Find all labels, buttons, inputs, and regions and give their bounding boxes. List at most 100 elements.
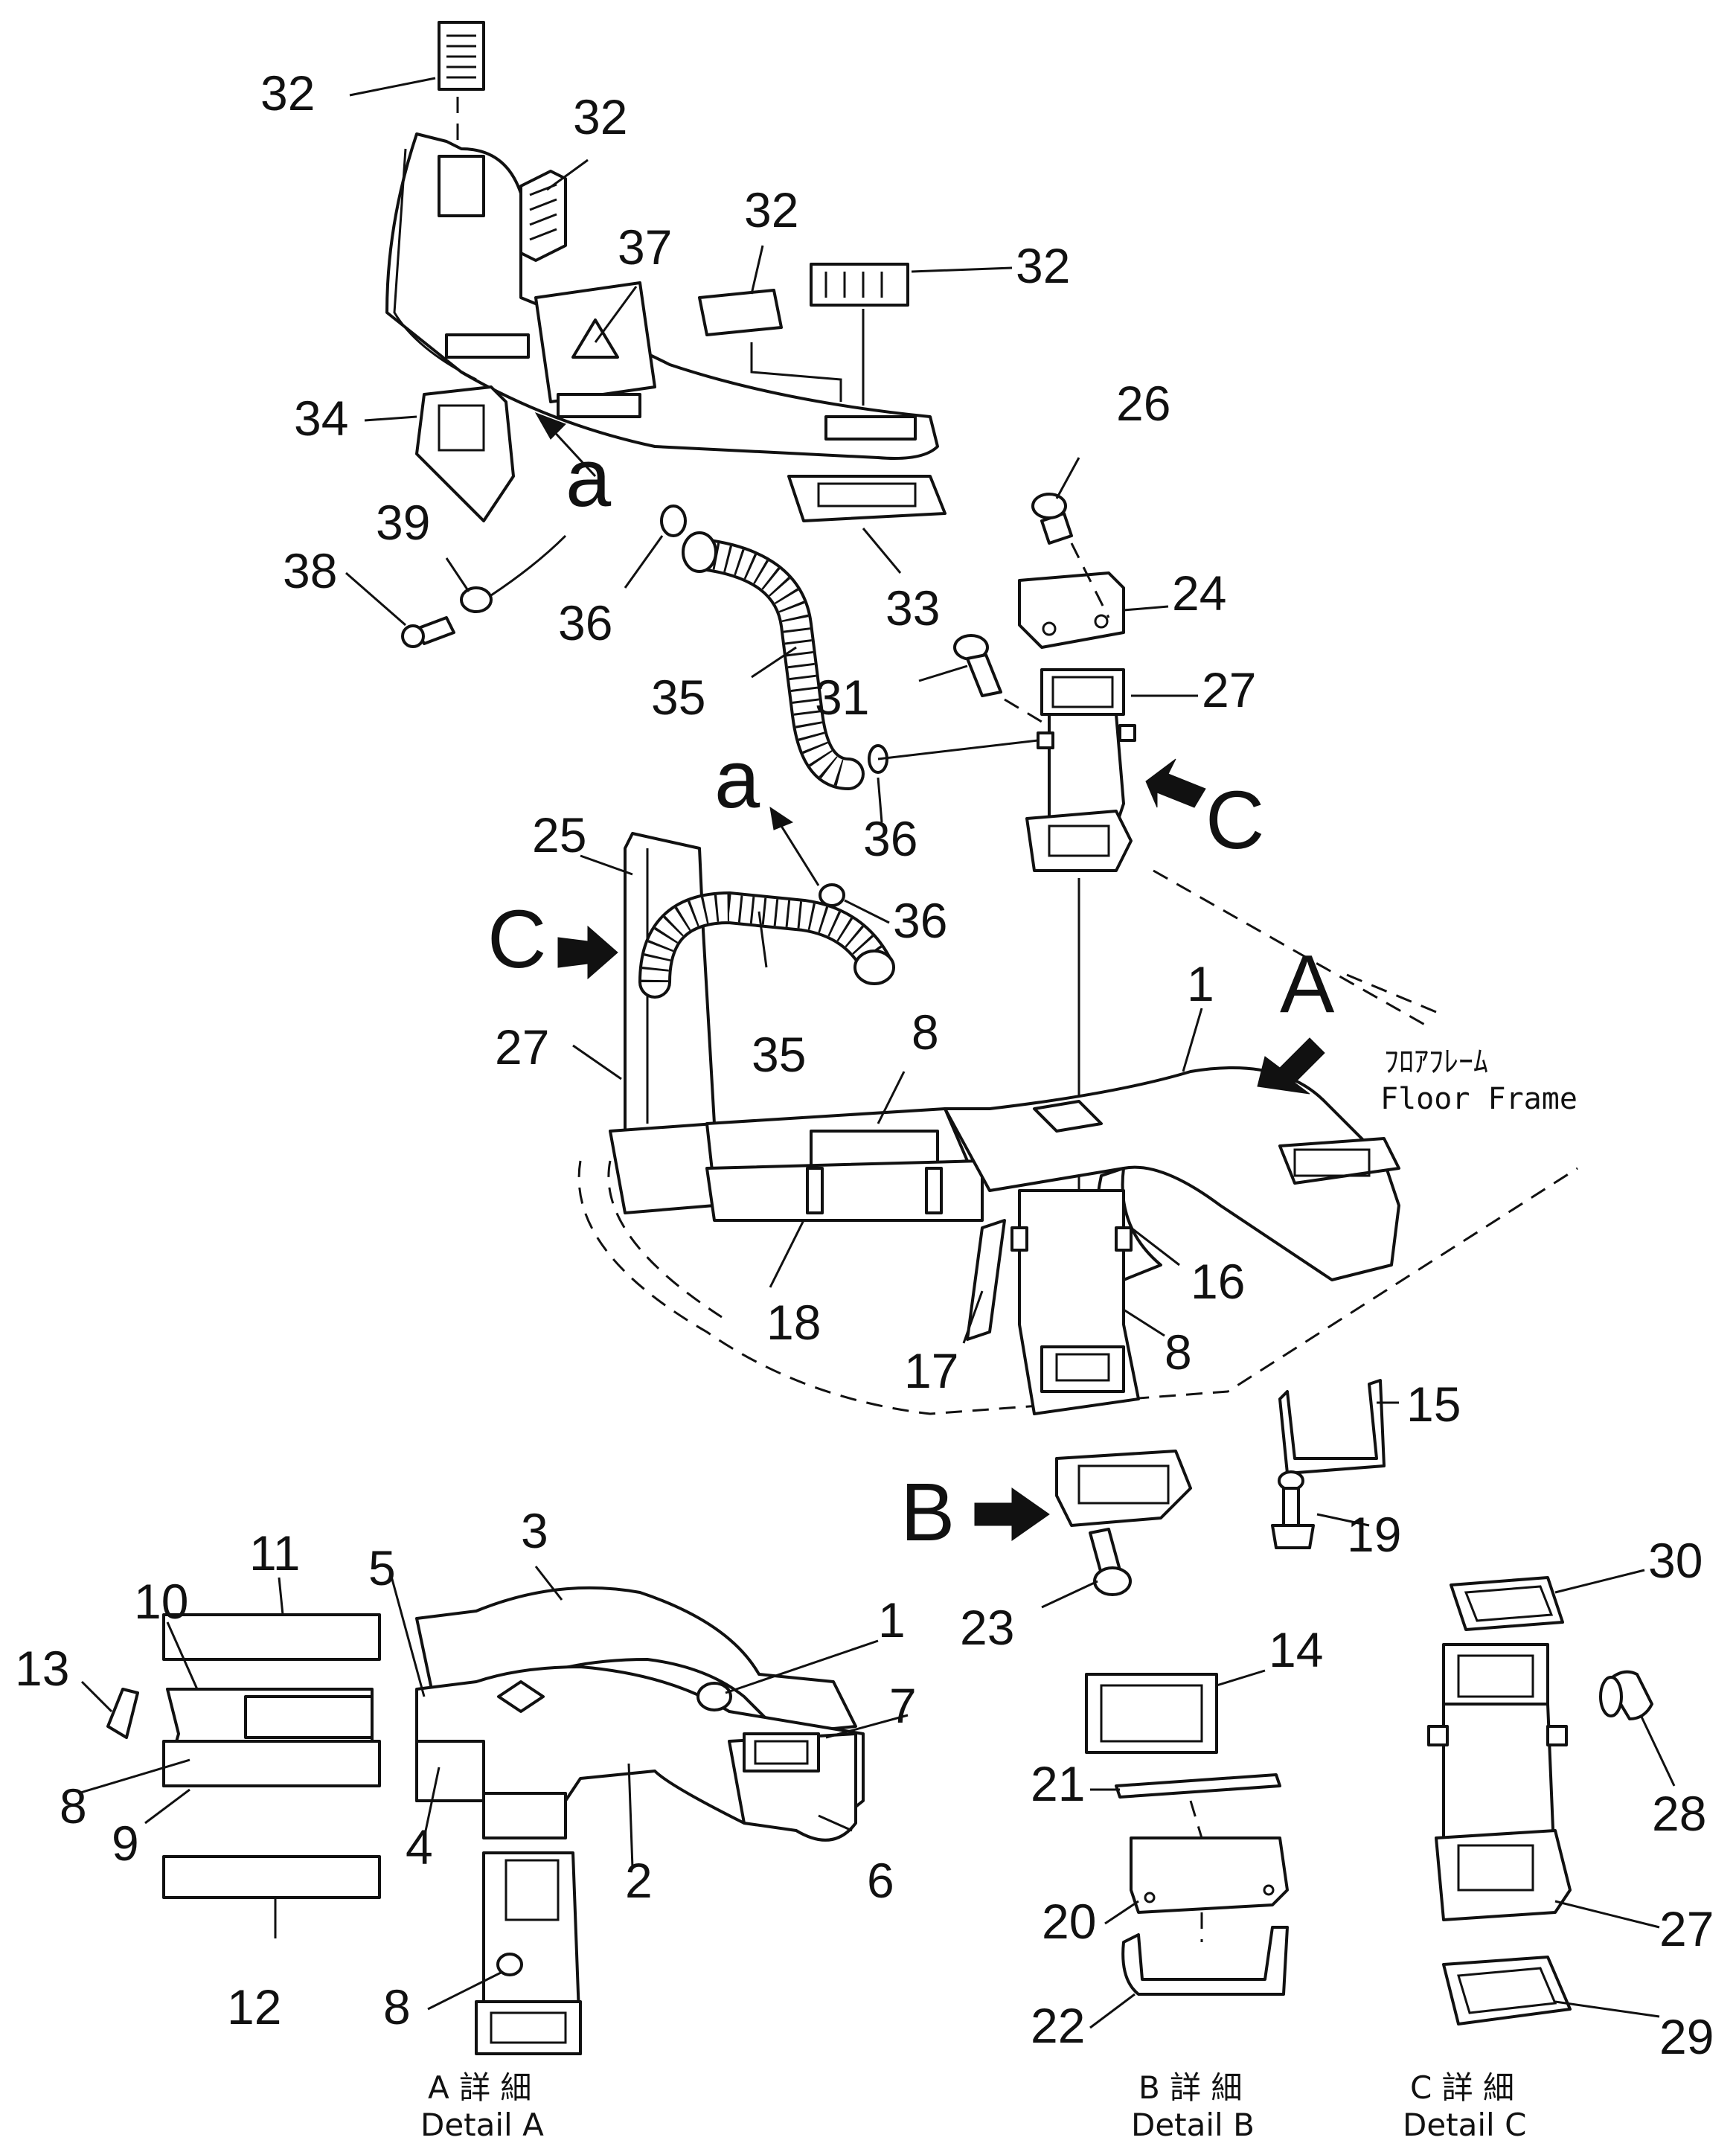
floor-frame xyxy=(577,869,1578,1415)
callout-5: 5 xyxy=(368,1540,396,1595)
part-20 xyxy=(1130,1836,1289,1914)
callout-29: 29 xyxy=(1659,2009,1714,2064)
view-arrow-c-left xyxy=(557,925,618,980)
callout-14: 14 xyxy=(1269,1622,1323,1677)
panel-slot-mid xyxy=(557,393,641,418)
view-arrow-c-upper xyxy=(1145,758,1206,808)
callout-8: 8 xyxy=(1165,1325,1192,1380)
plate-22-b xyxy=(1055,1450,1192,1527)
detail-captions: A 詳 細 Detail A B 詳 細 Detail B C 詳 細 Deta… xyxy=(420,2069,1526,2143)
part-17 xyxy=(966,1219,1006,1341)
callout-36: 36 xyxy=(558,595,612,650)
callout-39: 39 xyxy=(376,495,430,550)
view-marker-a: a xyxy=(566,432,612,524)
grille-32-right xyxy=(810,263,909,307)
part-21 xyxy=(1115,1773,1281,1799)
callout-32: 32 xyxy=(1016,238,1070,293)
callout-36: 36 xyxy=(863,811,917,866)
duct-18 xyxy=(705,1159,984,1222)
callout-25: 25 xyxy=(532,807,586,862)
part-12 xyxy=(162,1855,381,1899)
detail-c-caption-en: Detail C xyxy=(1403,2107,1526,2143)
callout-32: 32 xyxy=(573,89,627,144)
callout-18: 18 xyxy=(766,1295,821,1350)
callout-1: 1 xyxy=(1187,956,1214,1011)
floor-frame-en: Floor Frame xyxy=(1380,1082,1578,1116)
panel-slot-left xyxy=(445,333,530,359)
part-11 xyxy=(162,1613,381,1661)
callout-19: 19 xyxy=(1347,1507,1401,1562)
callout-16: 16 xyxy=(1191,1254,1245,1309)
guard-24 xyxy=(1018,571,1125,649)
callout-27: 27 xyxy=(495,1019,549,1075)
detail-a-caption-jp: A 詳 細 xyxy=(428,2069,531,2106)
panel-vent-opening xyxy=(438,155,485,217)
callout-33: 33 xyxy=(885,580,940,635)
view-marker-b: B xyxy=(900,1467,955,1558)
callout-37: 37 xyxy=(618,220,672,275)
part-34 xyxy=(415,385,515,522)
callout-11: 11 xyxy=(249,1525,301,1581)
callout-9: 9 xyxy=(112,1816,139,1871)
callout-28: 28 xyxy=(1652,1786,1706,1841)
callout-38: 38 xyxy=(283,543,337,598)
view-marker-a-cap: A xyxy=(1280,938,1335,1030)
clamp-36-upper xyxy=(660,505,687,537)
grille-32-mid xyxy=(698,289,783,336)
callout-27: 27 xyxy=(1659,1901,1714,1956)
washer-39 xyxy=(460,586,493,613)
callout-24: 24 xyxy=(1172,566,1226,621)
view-arrow-b xyxy=(974,1487,1050,1541)
connector-27-c-top xyxy=(1442,1643,1549,1706)
callout-34: 34 xyxy=(294,391,348,446)
hose-35-mid xyxy=(641,894,891,983)
callout-2: 2 xyxy=(625,1853,653,1908)
bracket-15 xyxy=(1278,1379,1386,1475)
detail-a-caption-en: Detail A xyxy=(420,2107,544,2143)
floor-duct-assembly xyxy=(557,806,1400,1596)
callout-17: 17 xyxy=(904,1343,958,1398)
leader-lines xyxy=(77,77,1676,2029)
part-14 xyxy=(1085,1673,1218,1754)
detail-b-caption-en: Detail B xyxy=(1131,2107,1255,2143)
callout-32: 32 xyxy=(260,65,315,121)
view-marker-a: a xyxy=(714,734,760,825)
callout-10: 10 xyxy=(134,1574,188,1629)
part-2 xyxy=(482,1792,567,1839)
view-marker-c: C xyxy=(1205,775,1264,866)
detail-a xyxy=(106,1586,865,2055)
callout-8: 8 xyxy=(60,1778,87,1834)
callout-13: 13 xyxy=(15,1641,69,1696)
callout-21: 21 xyxy=(1031,1756,1085,1811)
callout-3: 3 xyxy=(521,1503,548,1558)
part-13 xyxy=(106,1688,139,1739)
vent-connector-upper xyxy=(877,493,1206,1347)
connector-27-flange xyxy=(1025,810,1133,872)
panel-slot-right xyxy=(824,415,917,441)
detail-b xyxy=(1085,1673,1289,1996)
callout-36: 36 xyxy=(893,893,947,948)
callout-15: 15 xyxy=(1406,1377,1461,1432)
part-7 xyxy=(743,1732,820,1772)
detail-b-caption-jp: B 詳 細 xyxy=(1138,2069,1243,2106)
callout-32: 32 xyxy=(744,182,798,237)
part-8-a xyxy=(162,1740,381,1787)
callout-26: 26 xyxy=(1116,376,1170,431)
callout-4: 4 xyxy=(406,1819,433,1874)
callout-7: 7 xyxy=(889,1678,917,1733)
dash-panel-37 xyxy=(385,132,939,460)
callout-20: 20 xyxy=(1042,1894,1096,1949)
dashboard-duct-assembly xyxy=(385,21,947,790)
callout-1: 1 xyxy=(878,1592,906,1647)
callout-8: 8 xyxy=(912,1005,939,1060)
part-4 xyxy=(415,1740,485,1802)
callout-23: 23 xyxy=(960,1600,1014,1655)
callout-12: 12 xyxy=(227,1979,281,2034)
grille-32-side xyxy=(519,170,567,262)
callout-35: 35 xyxy=(651,670,705,725)
view-marker-c: C xyxy=(487,894,546,985)
callout-8: 8 xyxy=(383,1979,411,2034)
part-33 xyxy=(787,475,947,522)
callout-labels: 32 32 32 32 37 34 a 26 39 38 36 33 24 35… xyxy=(15,65,1714,2064)
